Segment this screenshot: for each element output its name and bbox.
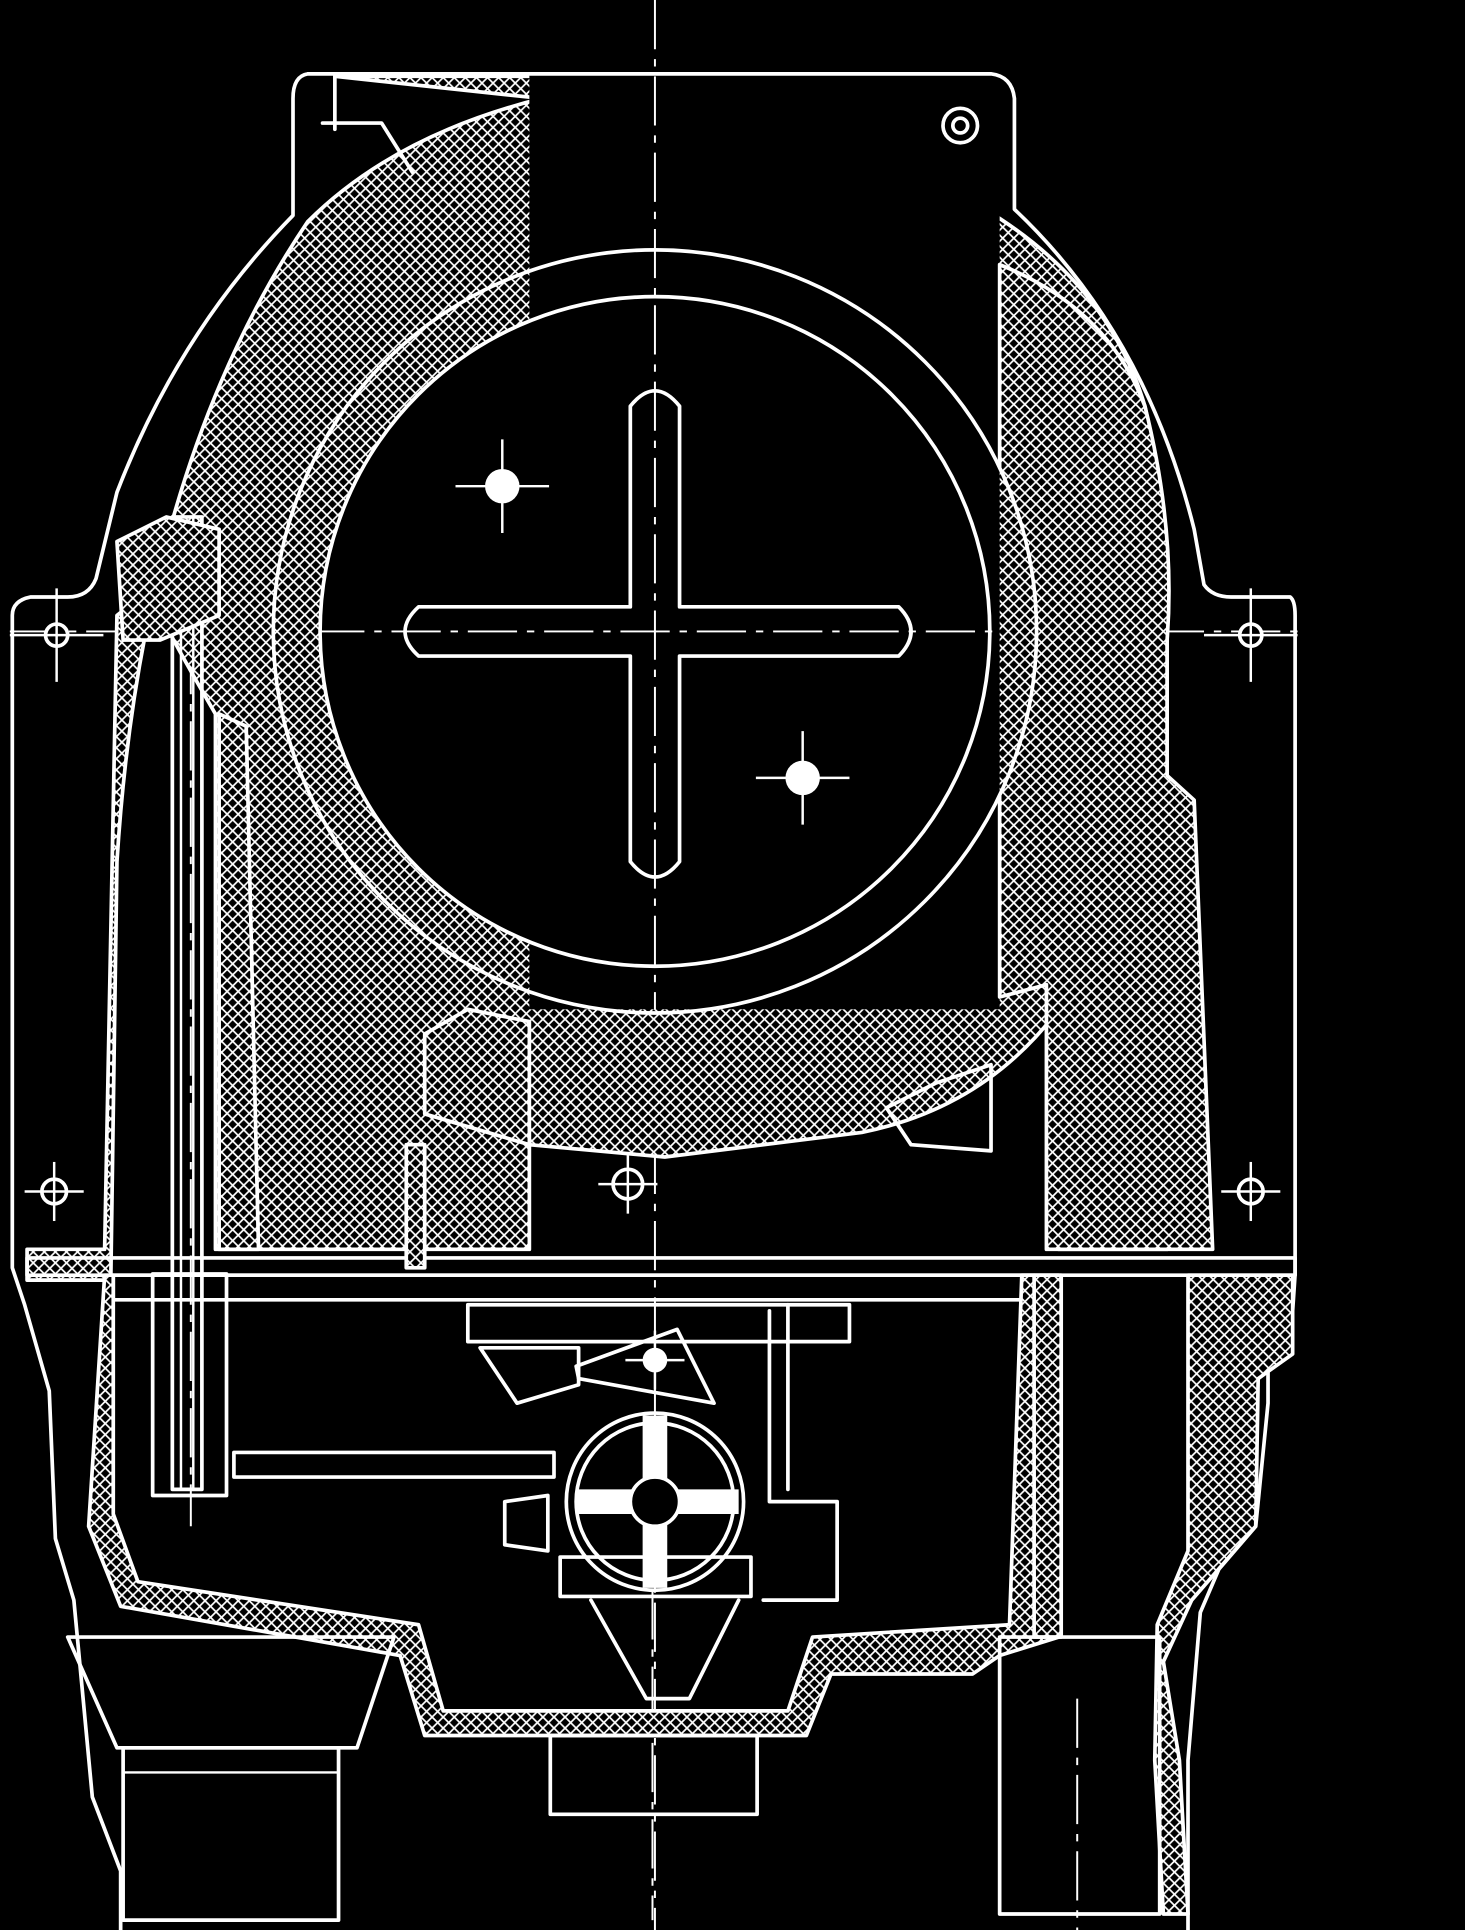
crosshair-marks	[9, 106, 1298, 1390]
top-details	[320, 74, 993, 1153]
housing-wall-right	[997, 262, 1215, 1252]
cross-slot	[403, 389, 913, 879]
lower-right-wall	[1152, 1273, 1295, 1916]
housing-wall-left	[25, 74, 1170, 1282]
lower-right-column	[1032, 1273, 1064, 1639]
joint-plate	[25, 1256, 1297, 1302]
bottom-feet	[65, 1635, 759, 1922]
outlet-pipe	[997, 1635, 1162, 1916]
drum-outer-ring	[271, 248, 1039, 1015]
lower-housing-wall	[86, 1273, 1061, 1738]
housing-outline	[10, 72, 1297, 1930]
drum-inner-ring	[318, 294, 992, 969]
mechanism	[115, 515, 852, 1701]
